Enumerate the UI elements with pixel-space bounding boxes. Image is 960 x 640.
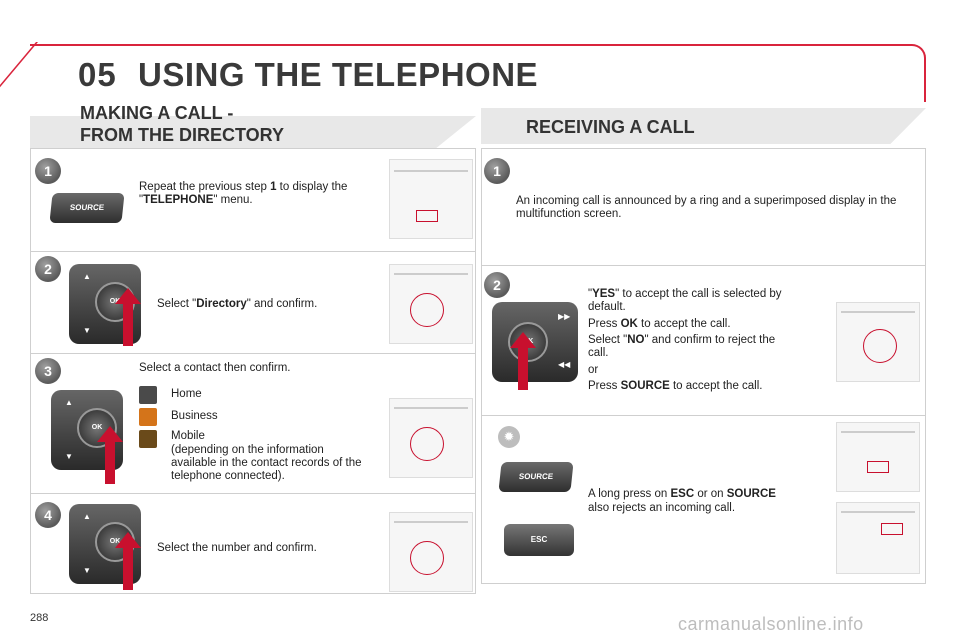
incoming-call-text: An incoming call is announced by a ring … — [516, 195, 897, 220]
long-press-text: A long press on ESC or on SOURCE — [588, 488, 776, 500]
press-source-text: Press SOURCE to accept the call. — [588, 380, 763, 392]
screen-thumbnail — [836, 302, 920, 382]
rejects-call-text: also rejects an incoming call. — [588, 502, 736, 514]
screen-thumbnail — [836, 502, 920, 574]
contact-note: (depending on the information available … — [171, 444, 362, 482]
contact-type-mobile: Mobile — [171, 430, 205, 442]
step-badge-3: 3 — [35, 358, 61, 384]
or-text: or — [588, 364, 599, 376]
right-step-badge-2: 2 — [484, 272, 510, 298]
left-steps-panel: SOURCE Repeat the previous step 1 to dis… — [30, 148, 476, 594]
step-2-text: Select "Directory" and confirm. — [157, 298, 318, 310]
page-title: USING THE TELEPHONE — [138, 56, 539, 93]
press-ok-text: Press OK to accept the call. — [588, 318, 731, 330]
right-section-band — [481, 108, 926, 144]
watermark: carmanualsonline.info — [678, 614, 864, 634]
contact-type-business: Business — [171, 410, 218, 422]
header-frame — [30, 44, 926, 102]
screen-thumbnail — [389, 512, 473, 592]
right-step-1: An incoming call is announced by a ring … — [482, 149, 925, 265]
screen-thumbnail — [389, 264, 473, 344]
left-section-title-line1: MAKING A CALL - — [80, 103, 234, 123]
step-3-text: Select a contact then confirm. — [139, 362, 291, 374]
step-badge-4: 4 — [35, 502, 61, 528]
source-button[interactable]: SOURCE — [49, 193, 125, 223]
esc-button[interactable]: ESC — [504, 524, 574, 556]
left-step-4: ▲ OK ▼ Select the number and confirm. — [31, 493, 475, 595]
page-number: 288 — [30, 612, 49, 624]
mobile-icon — [139, 430, 157, 448]
right-steps-panel: An incoming call is announced by a ring … — [481, 148, 926, 584]
left-step-1: SOURCE Repeat the previous step 1 to dis… — [31, 149, 475, 251]
left-section-band — [30, 116, 476, 152]
right-section-title: RECEIVING A CALL — [526, 117, 695, 137]
source-button[interactable]: SOURCE — [498, 462, 574, 492]
left-step-2: ▲ OK ▼ Select "Directory" and confirm. — [31, 251, 475, 353]
screen-thumbnail — [836, 422, 920, 492]
step-4-text: Select the number and confirm. — [157, 542, 317, 554]
tip-sun-icon: ✹ — [498, 426, 520, 448]
right-step-2: ▶▶ OK ◀◀ "YES" to accept the call is sel… — [482, 265, 925, 415]
press-arrow-icon — [97, 426, 123, 484]
screen-thumbnail — [389, 159, 473, 239]
right-step-badge-1: 1 — [484, 158, 510, 184]
press-arrow-icon — [115, 288, 141, 346]
reject-text: Select "NO" and confirm to reject the ca… — [588, 334, 776, 359]
press-arrow-icon — [510, 332, 536, 390]
contact-type-home: Home — [171, 388, 202, 400]
chapter-number: 05 — [78, 56, 117, 93]
screen-thumbnail — [389, 398, 473, 478]
press-arrow-icon — [115, 532, 141, 590]
accept-default-text: "YES" to accept the call is selected by … — [588, 288, 782, 313]
business-icon — [139, 408, 157, 426]
left-section-title-line2: FROM THE DIRECTORY — [80, 125, 285, 145]
step-badge-1: 1 — [35, 158, 61, 184]
step-1-text: Repeat the previous step 1 to display th… — [139, 181, 348, 206]
right-step-3: ✹ SOURCE ESC A long press on ESC or on S… — [482, 415, 925, 585]
home-icon — [139, 386, 157, 404]
step-badge-2: 2 — [35, 256, 61, 282]
left-step-3: Select a contact then confirm. ▲ OK ▼ Ho… — [31, 353, 475, 493]
